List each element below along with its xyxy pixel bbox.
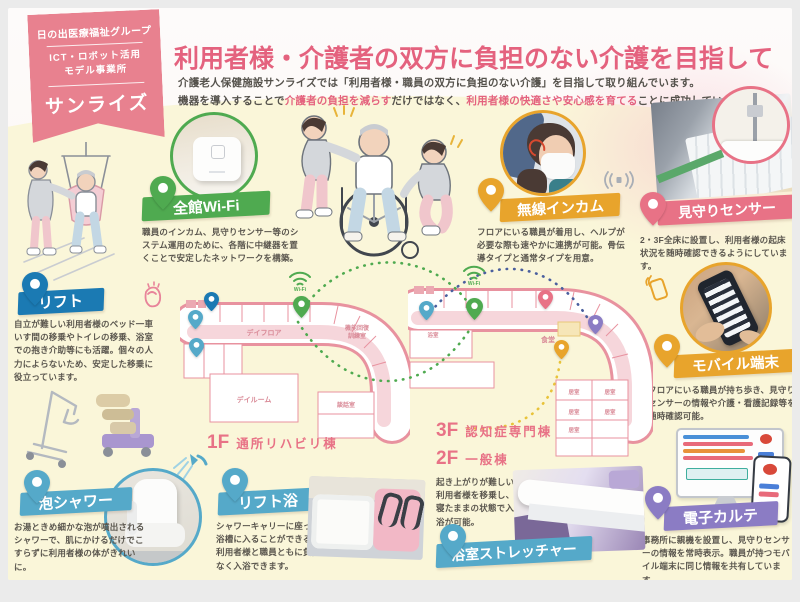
monitor-stand: [714, 496, 738, 506]
map-pin-icon: [22, 272, 48, 306]
map-pin-teal-1f-a: [188, 310, 203, 330]
karte-description: 事務所に親機を設置し、見守りセンサーの情報を常時表示。職員が持つモバイル端末に同…: [642, 535, 790, 580]
map-pin-blue-1f: [204, 292, 219, 312]
map-pin-wifi-1f: [293, 296, 310, 318]
room-label: デイルーム: [237, 395, 272, 404]
room-label: 居室: [568, 408, 580, 416]
map-pin-pink-23f: [538, 290, 553, 310]
lift-description: 自立が難しい利用者様のベッド一車いす間の移乗やトイレの移乗、浴室での抱き介助等に…: [14, 319, 154, 382]
map-pin-teal-1f-b: [189, 338, 204, 358]
hand-care-icon: [144, 281, 162, 308]
wifi-signal-icon: Wi-Fi: [462, 264, 486, 287]
sensor-bed-photo: [712, 86, 790, 164]
mobile-terminal-photo: [680, 262, 772, 354]
map-pin-teal-23f: [419, 301, 434, 321]
highlight-comfort: 利用者様の快適さや安心感を育てる: [466, 94, 638, 107]
room-label: 居室: [604, 408, 616, 416]
room-label: 機能回復: [345, 324, 370, 332]
map-pin-icon: [222, 468, 248, 502]
map-pin-icon: [645, 486, 671, 520]
lift-bath-description: シャワーキャリーに座ったまま浴槽に入ることができるため、利用者様と職員ともに負担…: [216, 521, 338, 571]
map-pin-orange-23f: [554, 340, 569, 360]
intro-line1: 介護老人保健施設サンライズでは「利用者様・職員の双方に負担のない介護」を目指して…: [178, 76, 701, 89]
room-label: 居室: [568, 426, 580, 434]
foam-shower-photo: [104, 468, 202, 566]
wifi-tag: Wi-Fi: [293, 287, 307, 293]
group-name: 日の出医療福祉グループ: [36, 25, 152, 42]
wifi-signal-icon: Wi-Fi: [288, 270, 312, 293]
wheelchair-scene-illustration: [295, 105, 463, 259]
wifi-router-photo: [170, 112, 258, 200]
wifi-tag: Wi-Fi: [467, 281, 481, 287]
map-pin-wifi-23f: [466, 298, 483, 320]
signal-waves-icon: [604, 171, 634, 189]
sensor-description: 2・3F全床に設置し、利用者様の起床状況を随時確認できるようにしています。: [640, 235, 788, 272]
brand-ribbon: 日の出医療福祉グループ ICT・ロボット活用 モデル事業所 サンライズ: [27, 9, 164, 143]
map-pin-icon: [654, 334, 680, 368]
map-pin-icon: [150, 176, 176, 210]
room-label: 食堂: [540, 335, 555, 344]
divider: [47, 42, 143, 47]
wireless-incom-photo: [500, 110, 586, 196]
highlight-reduce-burden: 介護者の負担を減らす: [284, 94, 392, 107]
room-label: 談話室: [337, 401, 355, 409]
divider: [48, 81, 144, 86]
foam-shower-description: お湯ときめ細かな泡が噴出されるシャワーで、肌にかけるだけでこすらずに利用者様の体…: [14, 522, 145, 572]
lift-machines-photo: [26, 390, 154, 468]
mobile-description: フロアにいる職員が持ち歩き、見守りセンサーの情報や介護・看護記録等を随時確認可能…: [648, 385, 792, 422]
room-label: 居室: [568, 388, 580, 396]
room-label: 居室: [604, 388, 616, 396]
poster: 日の出医療福祉グループ ICT・ロボット活用 モデル事業所 サンライズ 利用者様…: [8, 8, 792, 580]
lift-bath-photo: [306, 476, 426, 560]
stretcher-description: 起き上がりが難しい利用者様を移乗し、寝たままの状態で入浴が可能。: [436, 477, 515, 527]
lift-transfer-illustration: [23, 142, 115, 281]
room-label: 訓練室: [348, 332, 366, 340]
map-pin-icon: [640, 192, 666, 226]
shower-head-icon: [173, 454, 208, 479]
incom-description: フロアにいる職員が着用し、ヘルプが必要な際も速やかに連携が可能。骨伝導タイプと通…: [477, 227, 625, 264]
page-title: 利用者様・介護者の双方に負担のない介護を目指して: [174, 44, 774, 73]
wifi-description: 職員のインカム、見守りセンサー等のシステム運用のために、各階に中継器を置くことで…: [142, 227, 299, 264]
map-pin-icon: [24, 470, 50, 504]
phone-signal-icon: [645, 275, 668, 301]
map-pin-purple-23f: [588, 315, 603, 335]
room-label: 浴室: [427, 331, 439, 339]
room-label: デイフロア: [247, 328, 282, 337]
facility-name: サンライズ: [44, 92, 150, 118]
map-pin-icon: [440, 524, 466, 558]
map-pin-icon: [478, 178, 504, 212]
